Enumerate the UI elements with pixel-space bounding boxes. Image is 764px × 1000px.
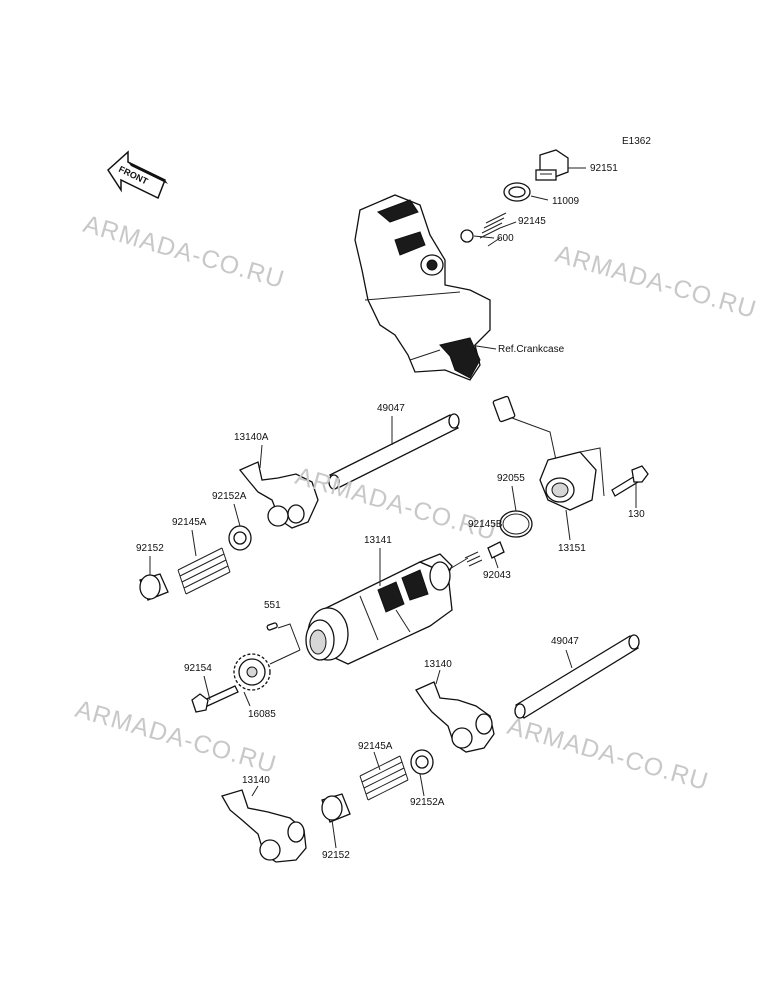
part-label: 13140: [424, 659, 452, 670]
washer-hole: [508, 186, 526, 198]
plug-bolt-92151: [535, 149, 569, 181]
ball-600: [460, 229, 474, 243]
part-label: 13141: [364, 535, 392, 546]
washer-hole: [415, 755, 429, 769]
shift-fork-13140A: [238, 461, 319, 529]
part-label: 11009: [552, 196, 580, 207]
part-label: 92154: [184, 663, 212, 674]
front-arrow-icon: [107, 150, 168, 200]
part-label: 49047: [551, 636, 579, 647]
part-label: 13151: [558, 543, 586, 554]
part-label: 92145A: [172, 517, 207, 528]
part-label: 92055: [497, 473, 525, 484]
pin-92043: [487, 541, 505, 559]
leader-551: [277, 623, 301, 651]
part-label: 13140: [242, 775, 270, 786]
part-label: 600: [497, 233, 514, 244]
o-ring-92055: [499, 510, 533, 538]
part-label: 92152A: [410, 797, 445, 808]
part-label: 16085: [248, 709, 276, 720]
o-ring-inner: [502, 513, 530, 535]
part-label: 92152A: [212, 491, 247, 502]
part-label: 92145: [518, 216, 546, 227]
part-label: 92151: [590, 163, 618, 174]
part-label: 130: [628, 509, 645, 520]
part-label: Ref.Crankcase: [498, 344, 565, 355]
shift-fork-13140-bottom: [221, 789, 307, 863]
part-label: 551: [264, 600, 281, 611]
leader-92145B: [447, 557, 469, 571]
spring-92145B: [464, 551, 483, 567]
collar-92152-bottom: [321, 793, 351, 823]
part-label: 49047: [377, 403, 405, 414]
shift-fork-13140-mid: [415, 681, 495, 753]
shift-rod-49047-bottom: [514, 634, 640, 719]
part-label: 92145A: [358, 741, 393, 752]
part-label: 92152: [136, 543, 164, 554]
leader-lines: [149, 167, 637, 849]
gear-position-sensor-13151: [492, 395, 605, 511]
bolt-92154: [191, 685, 239, 713]
part-label: 92152: [322, 850, 350, 861]
crankcase-ref-part: [354, 194, 491, 381]
diagram-code: E1362: [622, 136, 651, 147]
part-label: 13140A: [234, 432, 269, 443]
washer-hole: [233, 531, 247, 545]
part-label: 92043: [483, 570, 511, 581]
part-label: 92145B: [468, 519, 503, 530]
shift-drum-13141: [305, 553, 453, 665]
leader-gear: [269, 649, 301, 665]
gear-16085: [233, 653, 271, 691]
spring-92145A-bottom: [359, 755, 409, 801]
spring-92145: [479, 212, 507, 247]
pin-551: [266, 622, 278, 631]
bolt-130: [611, 465, 649, 497]
shift-rod-49047-top: [328, 413, 460, 490]
collar-92152-top: [139, 573, 169, 601]
spring-92145A-top: [177, 547, 231, 595]
